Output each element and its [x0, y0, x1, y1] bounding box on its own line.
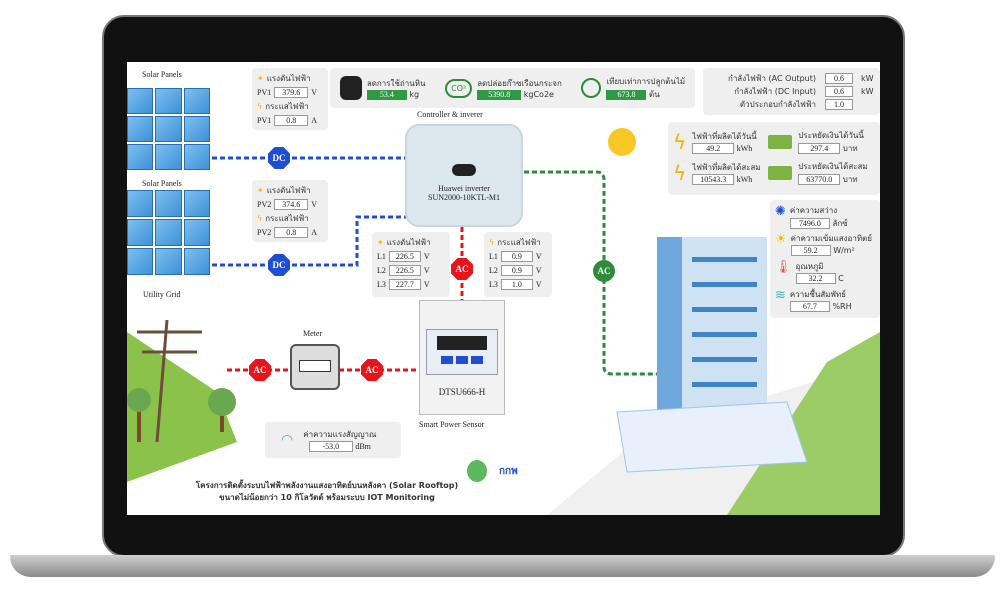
inverter-title: Controller & inverer [417, 110, 483, 119]
coal-value: 53.4 [366, 89, 407, 100]
l3-voltage: 227.7 [388, 278, 421, 290]
ac-output-value: 0.6 [825, 73, 853, 84]
l2-voltage: 226.5 [388, 264, 421, 276]
energy-total: 10543.3 [692, 174, 735, 185]
smart-power-sensor: DTSU666-H [419, 300, 505, 415]
lightning-icon: ϟ [257, 101, 263, 111]
signal-panel: ◠ ค่าความแรงสัญญาณ-53.0 dBm [265, 422, 401, 458]
temperature-value: 32.2 [795, 273, 836, 284]
lightning-icon: ϟ [673, 161, 687, 185]
money-icon [768, 166, 793, 180]
humidity-value: 67.7 [789, 301, 830, 312]
co2-value: 5390.8 [477, 89, 522, 100]
sun-icon [608, 128, 636, 156]
pv2-current: 0.8 [274, 226, 309, 238]
tree-icon [581, 78, 602, 98]
city-grass [727, 332, 880, 515]
meter-label: Meter [303, 329, 323, 338]
l1-voltage: 226.5 [388, 250, 421, 262]
ac-badge-inverter: AC [451, 258, 473, 280]
dc-badge-1: DC [268, 147, 290, 169]
ac-badge-meter: AC [361, 359, 383, 381]
tree-value: 673.8 [606, 90, 647, 100]
dc-input-value: 0.6 [825, 86, 853, 97]
ac-badge-building: AC [593, 260, 615, 282]
energy-panel: ϟ ไฟฟ้าที่ผลิตได้วันนี้49.2 kWh ประหยัดเ… [668, 122, 880, 195]
money-total: 63770.0 [798, 174, 841, 185]
dc-badge-2: DC [268, 254, 290, 276]
sun-icon: ☀ [775, 232, 787, 247]
inverter-model: SUN2000-10KTL-M1 [428, 193, 500, 202]
erc-logo: กกพ [499, 466, 518, 477]
power-factor-value: 1.0 [825, 99, 853, 110]
irradiance-value: 59.2 [790, 245, 831, 256]
pv1-voltage: 379.6 [274, 86, 309, 98]
signal-value: -53.0 [308, 441, 353, 452]
humidity-icon: ≋ [775, 288, 786, 303]
tree [137, 407, 141, 442]
solar-panels-label-1: Solar Panels [142, 70, 182, 79]
money-today: 297.4 [798, 143, 841, 154]
lightning-icon: ϟ [257, 213, 263, 223]
meter-device [290, 344, 340, 390]
tree-logo [467, 460, 487, 482]
coal-icon [339, 76, 362, 100]
smart-power-sensor-label: Smart Power Sensor [419, 420, 485, 429]
sparkle-icon: ✦ [257, 73, 264, 83]
footer-text: โครงการติดตั้งระบบไฟฟ้าพลังงานแสงอาทิตย์… [195, 481, 459, 502]
sparkle-icon: ✦ [257, 185, 264, 195]
inverter-device: Huawei inverter SUN2000-10KTL-M1 [405, 124, 523, 227]
diagram-lines [127, 128, 880, 515]
solar-panels-label-2: Solar Panels [142, 179, 182, 188]
lightning-icon: ϟ [489, 237, 495, 247]
dashboard-screen: Solar Panels Solar Panels ✦แรงดันไฟฟ้า P… [127, 62, 880, 515]
sparkle-icon: ✦ [377, 237, 384, 247]
l3-current: 1.0 [500, 278, 533, 290]
energy-today: 49.2 [692, 143, 735, 154]
laptop-base [10, 555, 995, 577]
solar-panel-array-1 [127, 88, 210, 170]
sensor-model: DTSU666-H [438, 387, 486, 397]
wifi-icon: ◠ [281, 432, 294, 448]
thermometer-icon: 🌡 [775, 260, 792, 275]
lux-value: 7496.0 [789, 218, 830, 229]
inverter-logo [452, 164, 476, 176]
ac-badge-grid: AC [249, 359, 271, 381]
money-icon [768, 135, 793, 149]
l2-current: 0.9 [500, 264, 533, 276]
lightning-icon: ϟ [673, 130, 687, 154]
pv2-voltage: 374.6 [274, 198, 309, 210]
inverter-name: Huawei inverter [438, 184, 490, 193]
utility-grid-label: Utility Grid [143, 290, 181, 299]
solar-panel-array-2 [127, 190, 210, 275]
grass-ground [127, 332, 237, 482]
co2-cloud-icon: CO² [445, 78, 473, 98]
brightness-icon: ✺ [775, 204, 786, 219]
pv1-current: 0.8 [274, 114, 309, 126]
l1-current: 0.9 [500, 250, 533, 262]
